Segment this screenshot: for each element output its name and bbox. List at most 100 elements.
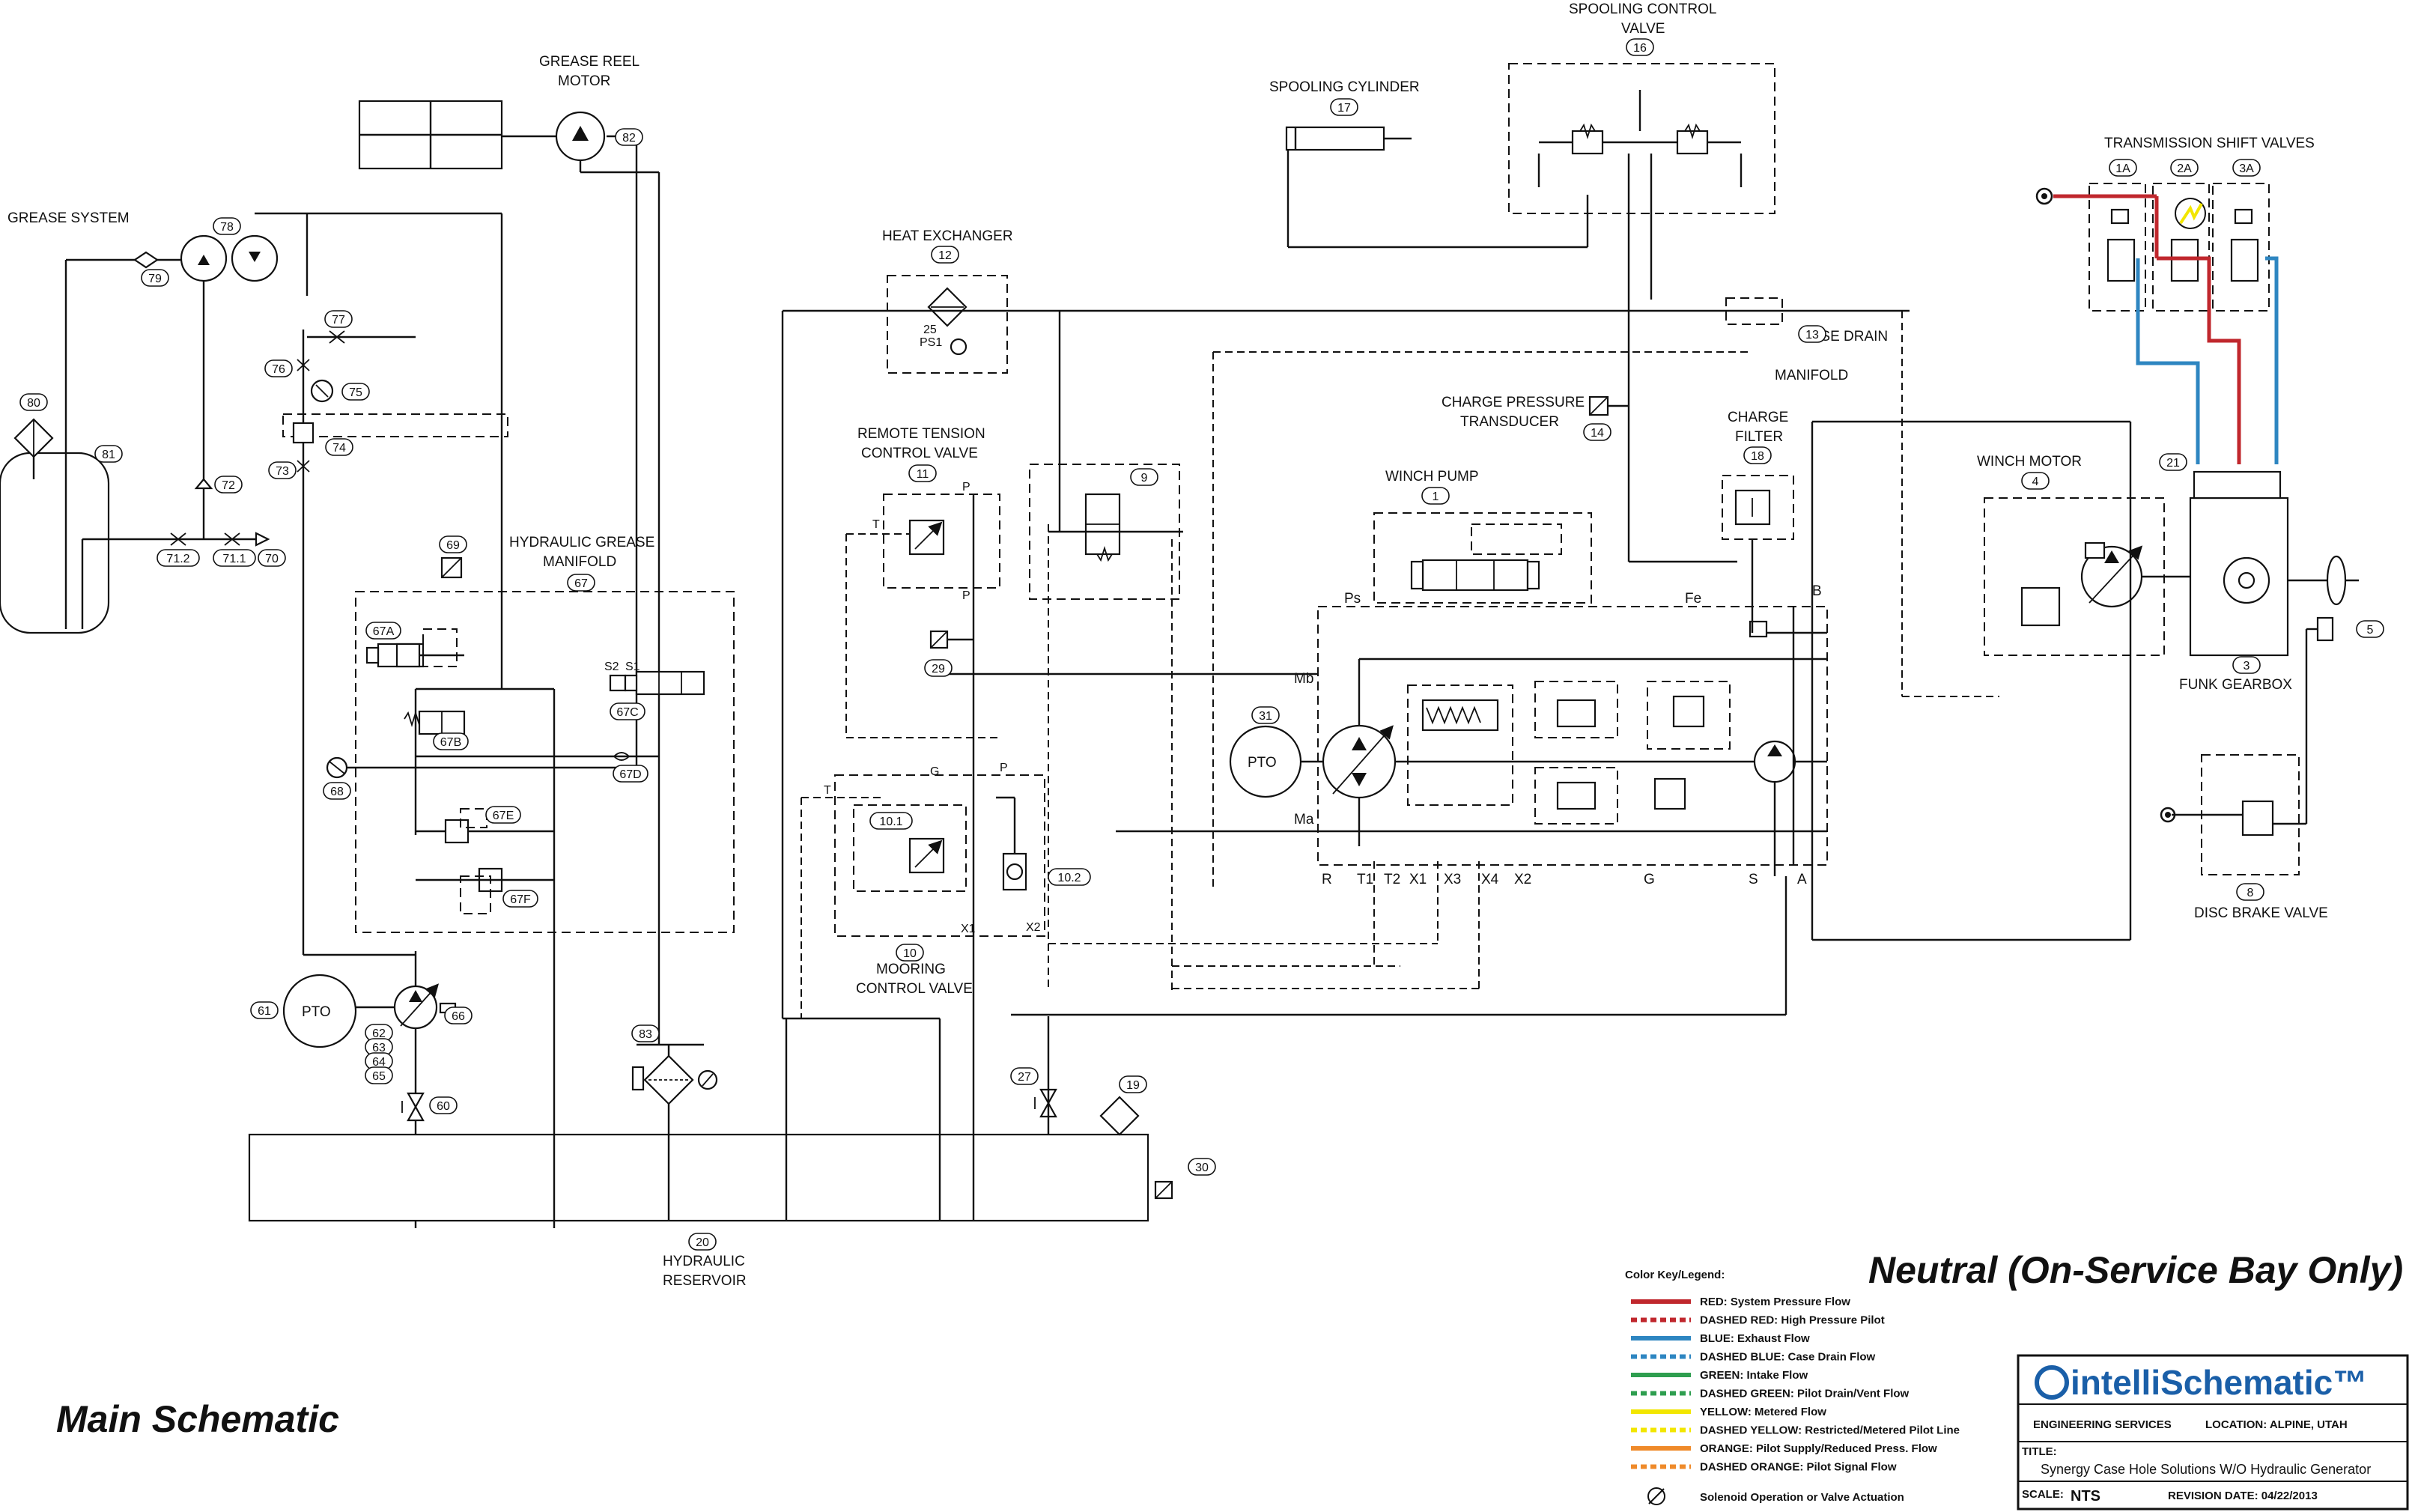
component-tag-label: 16: [1633, 42, 1647, 55]
grease-system-label: GREASE SYSTEM: [7, 210, 130, 226]
scale-value: NTS: [2071, 1488, 2100, 1505]
component-tag-label: 27: [1018, 1071, 1031, 1084]
solenoid-icon: [1410, 560, 1424, 590]
title-value: Synergy Case Hole Solutions W/O Hydrauli…: [2041, 1462, 2371, 1477]
port-a: A: [1797, 872, 1807, 887]
component-tag-label: 13: [1805, 329, 1819, 341]
component-tag-label: 67A: [373, 625, 395, 638]
component-tag: 67F: [502, 890, 538, 908]
winch-pump-boundary: [1317, 606, 1828, 866]
component-tag: 79: [141, 269, 169, 287]
remote-tension-label-2: CONTROL VALVE: [861, 446, 978, 461]
component-tag-label: 12: [938, 249, 952, 262]
component-tag: 17: [1330, 98, 1358, 116]
solenoid-icon: [365, 646, 380, 664]
component-tag-label: 67B: [440, 736, 461, 749]
grease-reel-motor-label-2: MOTOR: [558, 73, 610, 89]
power-input-icon: [2035, 187, 2053, 205]
transmission-shift-valves: TRANSMISSION SHIFT VALVES: [2035, 136, 2315, 464]
check-valve-icon: [194, 478, 213, 490]
pump-control-valve: [1421, 559, 1529, 592]
hx-label-ps1: PS1: [920, 336, 942, 349]
check-valve-icon: [133, 251, 159, 269]
port-b: B: [1812, 583, 1822, 599]
winch-pump-label: WINCH PUMP: [1385, 469, 1479, 485]
legend-item-label: DASHED BLUE: Case Drain Flow: [1700, 1351, 1876, 1364]
legend-item-label: GREEN: Intake Flow: [1700, 1369, 1808, 1382]
component-tag-label: 73: [276, 465, 289, 478]
charge-relief-valve: [1672, 695, 1705, 728]
funk-gearbox-label: FUNK GEARBOX: [2179, 677, 2292, 693]
case-drain-label-2: MANIFOLD: [1775, 368, 1848, 383]
component-tag: 30: [1188, 1158, 1216, 1176]
main-schematic-title: Main Schematic: [56, 1398, 339, 1440]
legend-item-label: RED: System Pressure Flow: [1700, 1296, 1850, 1308]
spooling-valve-label-2: VALVE: [1621, 21, 1665, 37]
component-tag-label: 29: [932, 663, 945, 675]
component-tag-label: 80: [27, 397, 40, 410]
engineering-services: ENGINEERING SERVICES: [2033, 1418, 2172, 1431]
component-tag-label: 72: [222, 479, 235, 492]
component-tag-label: 9: [1141, 472, 1148, 485]
legend-item-label: DASHED ORANGE: Pilot Signal Flow: [1700, 1461, 1897, 1474]
component-tag-label: 11: [917, 468, 929, 481]
spring-icon: [404, 710, 420, 728]
component-tag-label: 82: [622, 132, 636, 145]
component-tag-label: 31: [1259, 710, 1272, 723]
component-tag: 21: [2159, 453, 2187, 471]
component-tag: 83: [631, 1024, 660, 1042]
port-p: P: [962, 481, 970, 494]
component-tag-label: 14: [1591, 427, 1604, 440]
bypass-check-icon: [631, 1066, 645, 1091]
solenoid-legend-label: Solenoid Operation or Valve Actuation: [1700, 1491, 1904, 1504]
component-tag: 61: [250, 1001, 279, 1019]
legend-item-label: DASHED RED: High Pressure Pilot: [1700, 1314, 1885, 1327]
component-tag: 5: [2356, 620, 2384, 638]
servo-piston: [1421, 699, 1499, 732]
check-relief-valve: [1556, 781, 1597, 810]
spring-icon: [1579, 123, 1596, 140]
spooling-valve-left: [1571, 130, 1604, 155]
component-tag: 71.1: [213, 549, 256, 567]
component-tag-label: 17: [1337, 102, 1351, 115]
component-tag-label: 3A: [2239, 163, 2254, 175]
component-tag-label: 65: [372, 1070, 386, 1083]
title-label: TITLE:: [2022, 1445, 2057, 1458]
title-block: intelliSchematic™ ENGINEERING SERVICES L…: [2017, 1354, 2409, 1511]
component-tag: 71.2: [157, 549, 200, 567]
component-tag: 67D: [613, 765, 648, 783]
breather-icon: [1099, 1096, 1140, 1136]
needle-valve-icon: [224, 532, 240, 546]
hx-label-25: 25: [923, 324, 937, 336]
component-tag: 31: [1251, 706, 1280, 724]
revision-date: REVISION DATE: 04/22/2013: [2168, 1490, 2318, 1502]
component-tag-label: 2A: [2177, 163, 2192, 175]
component-tag-label: 75: [349, 386, 362, 399]
component-tag: 4: [2021, 472, 2050, 490]
brake-actuator-icon: [2316, 616, 2334, 642]
manifold-label-2: MANIFOLD: [543, 554, 616, 570]
component-tag-label: 4: [2032, 476, 2039, 488]
spooling-group: SPOOLING CYLINDER SPOOLING CONTROL VALVE…: [1212, 1, 1999, 891]
reservoir-label-1: HYDRAULIC: [663, 1254, 745, 1269]
component-tag-label: 68: [330, 786, 344, 798]
shift-cylinder-21: [2193, 470, 2282, 500]
component-tag-label: 10.1: [879, 816, 902, 828]
legend-item-label: YELLOW: Metered Flow: [1700, 1406, 1826, 1418]
quick-coupler-icon: [255, 532, 270, 547]
component-tag-label: 77: [332, 314, 345, 327]
component-tag: 1A: [2109, 159, 2137, 177]
port-x2: X2: [1514, 872, 1531, 887]
port-g: G: [930, 765, 939, 778]
charge-pressure-label-2: TRANSDUCER: [1460, 414, 1559, 430]
component-tag-label: 69: [446, 539, 460, 552]
port-t2: T2: [1384, 872, 1400, 887]
hydraulic-reservoir: [248, 1133, 1149, 1222]
component-tag: 67A: [365, 622, 401, 640]
component-tag: 10.2: [1048, 868, 1091, 886]
port-x1: X1: [961, 923, 976, 935]
component-tag: 12: [931, 246, 959, 264]
component-tag: 1: [1421, 487, 1450, 505]
relief-valve-67e: [444, 819, 470, 844]
